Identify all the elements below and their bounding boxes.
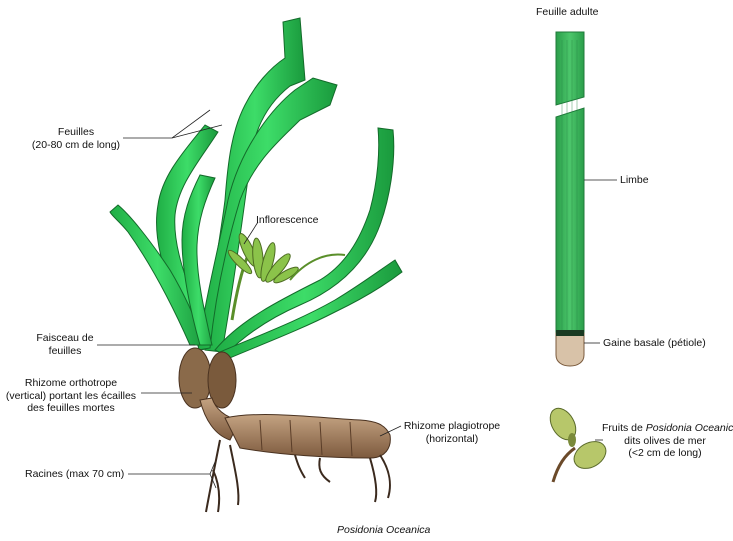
rhizome-plagiotrope [225,415,390,458]
label-feuilles: Feuilles (20-80 cm de long) [26,126,126,151]
label-rhizome-ortho-line1: Rhizome orthotrope [0,377,142,390]
leaves [110,18,402,360]
adult-leaf [556,32,584,366]
label-feuille-adulte: Feuille adulte [536,6,598,19]
label-fruits-species: Posidonia Oceanica [646,422,733,434]
label-fruits: Fruits de Posidonia Oceanica, dits olive… [602,422,728,460]
diagram-caption: Posidonia Oceanica [337,524,430,537]
fruits [545,404,611,482]
label-rhizome-ortho-line3: des feuilles mortes [0,402,142,415]
label-faisceau: Faisceau de feuilles [34,332,96,357]
label-feuilles-line1: Feuilles [26,126,126,139]
label-rhizome-plagio-line1: Rhizome plagiotrope [400,420,504,433]
label-fruits-line3: (<2 cm de long) [602,447,728,460]
label-racines: Racines (max 70 cm) [25,468,124,481]
label-rhizome-orthotrope: Rhizome orthotrope (vertical) portant le… [0,377,142,415]
label-gaine-basale: Gaine basale (pétiole) [603,337,706,350]
label-rhizome-plagiotrope: Rhizome plagiotrope (horizontal) [400,420,504,445]
label-fruits-line2: dits olives de mer [602,435,728,448]
label-fruits-prefix: Fruits de [602,422,646,434]
label-rhizome-ortho-line2: (vertical) portant les écailles [0,390,142,403]
label-fruits-line1: Fruits de Posidonia Oceanica, [602,422,728,435]
label-limbe: Limbe [620,174,649,187]
label-rhizome-plagio-line2: (horizontal) [400,433,504,446]
leaf [220,260,402,360]
label-faisceau-line1: Faisceau de [34,332,96,345]
label-feuilles-line2: (20-80 cm de long) [26,139,126,152]
label-faisceau-line2: feuilles [34,345,96,358]
label-inflorescence: Inflorescence [256,214,318,227]
